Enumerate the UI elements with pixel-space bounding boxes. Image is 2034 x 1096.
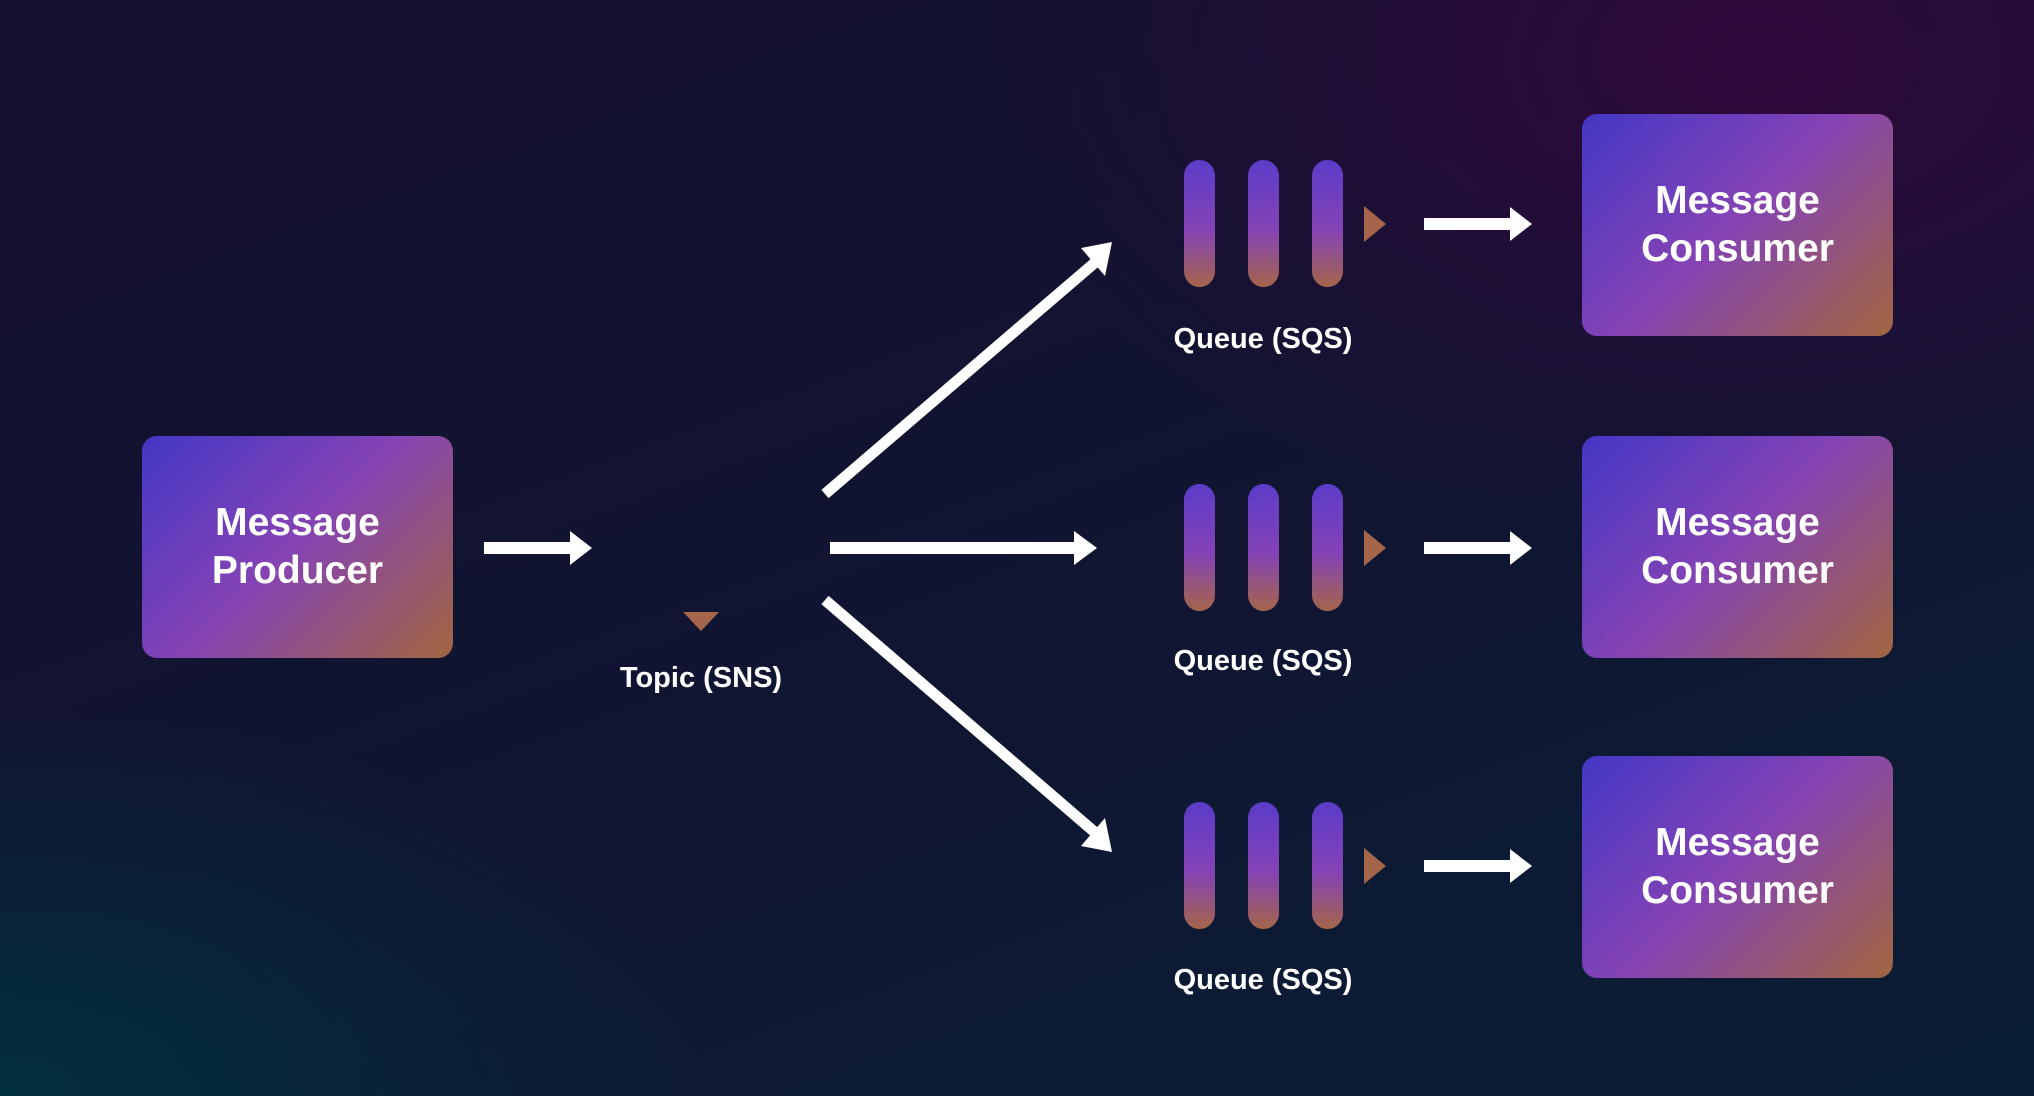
consumer-label-line-1: Message [1655,179,1820,223]
message-consumer-label: Message Consumer [1641,819,1834,914]
queue-label: Queue (SQS) [1173,645,1353,677]
queue-label: Queue (SQS) [1173,323,1353,355]
queue-icon [1150,484,1386,611]
topic-icon [623,459,782,631]
message-consumer-box: Message Consumer [1582,436,1893,658]
topic-label: Topic (SNS) [619,662,783,694]
arrow-topic-to-queue-1 [821,242,1112,499]
message-producer-box: Message Producer [142,436,453,658]
arrow-queue-to-consumer-2 [1424,531,1532,565]
consumer-label-line-1: Message [1655,821,1820,865]
arrow-queue-to-consumer-3 [1424,849,1532,883]
arrow-queue-to-consumer-1 [1424,207,1532,241]
arrow-producer-to-topic [484,531,592,565]
arrow-topic-to-queue-3 [821,595,1112,852]
message-consumer-box: Message Consumer [1582,756,1893,978]
queue-label: Queue (SQS) [1173,964,1353,996]
queue-icon [1150,802,1386,929]
arrow-topic-to-queue-2 [830,531,1097,565]
message-consumer-label: Message Consumer [1641,177,1834,272]
message-producer-label: Message Producer [212,499,383,594]
consumer-label-line-2: Consumer [1641,549,1834,592]
message-consumer-label: Message Consumer [1641,499,1834,594]
consumer-label-line-2: Consumer [1641,869,1834,912]
producer-label-line-1: Message [215,501,380,545]
producer-label-line-2: Producer [211,549,384,592]
queue-icon [1150,160,1386,287]
message-consumer-box: Message Consumer [1582,114,1893,336]
consumer-label-line-1: Message [1655,501,1820,545]
consumer-label-line-2: Consumer [1641,227,1834,270]
